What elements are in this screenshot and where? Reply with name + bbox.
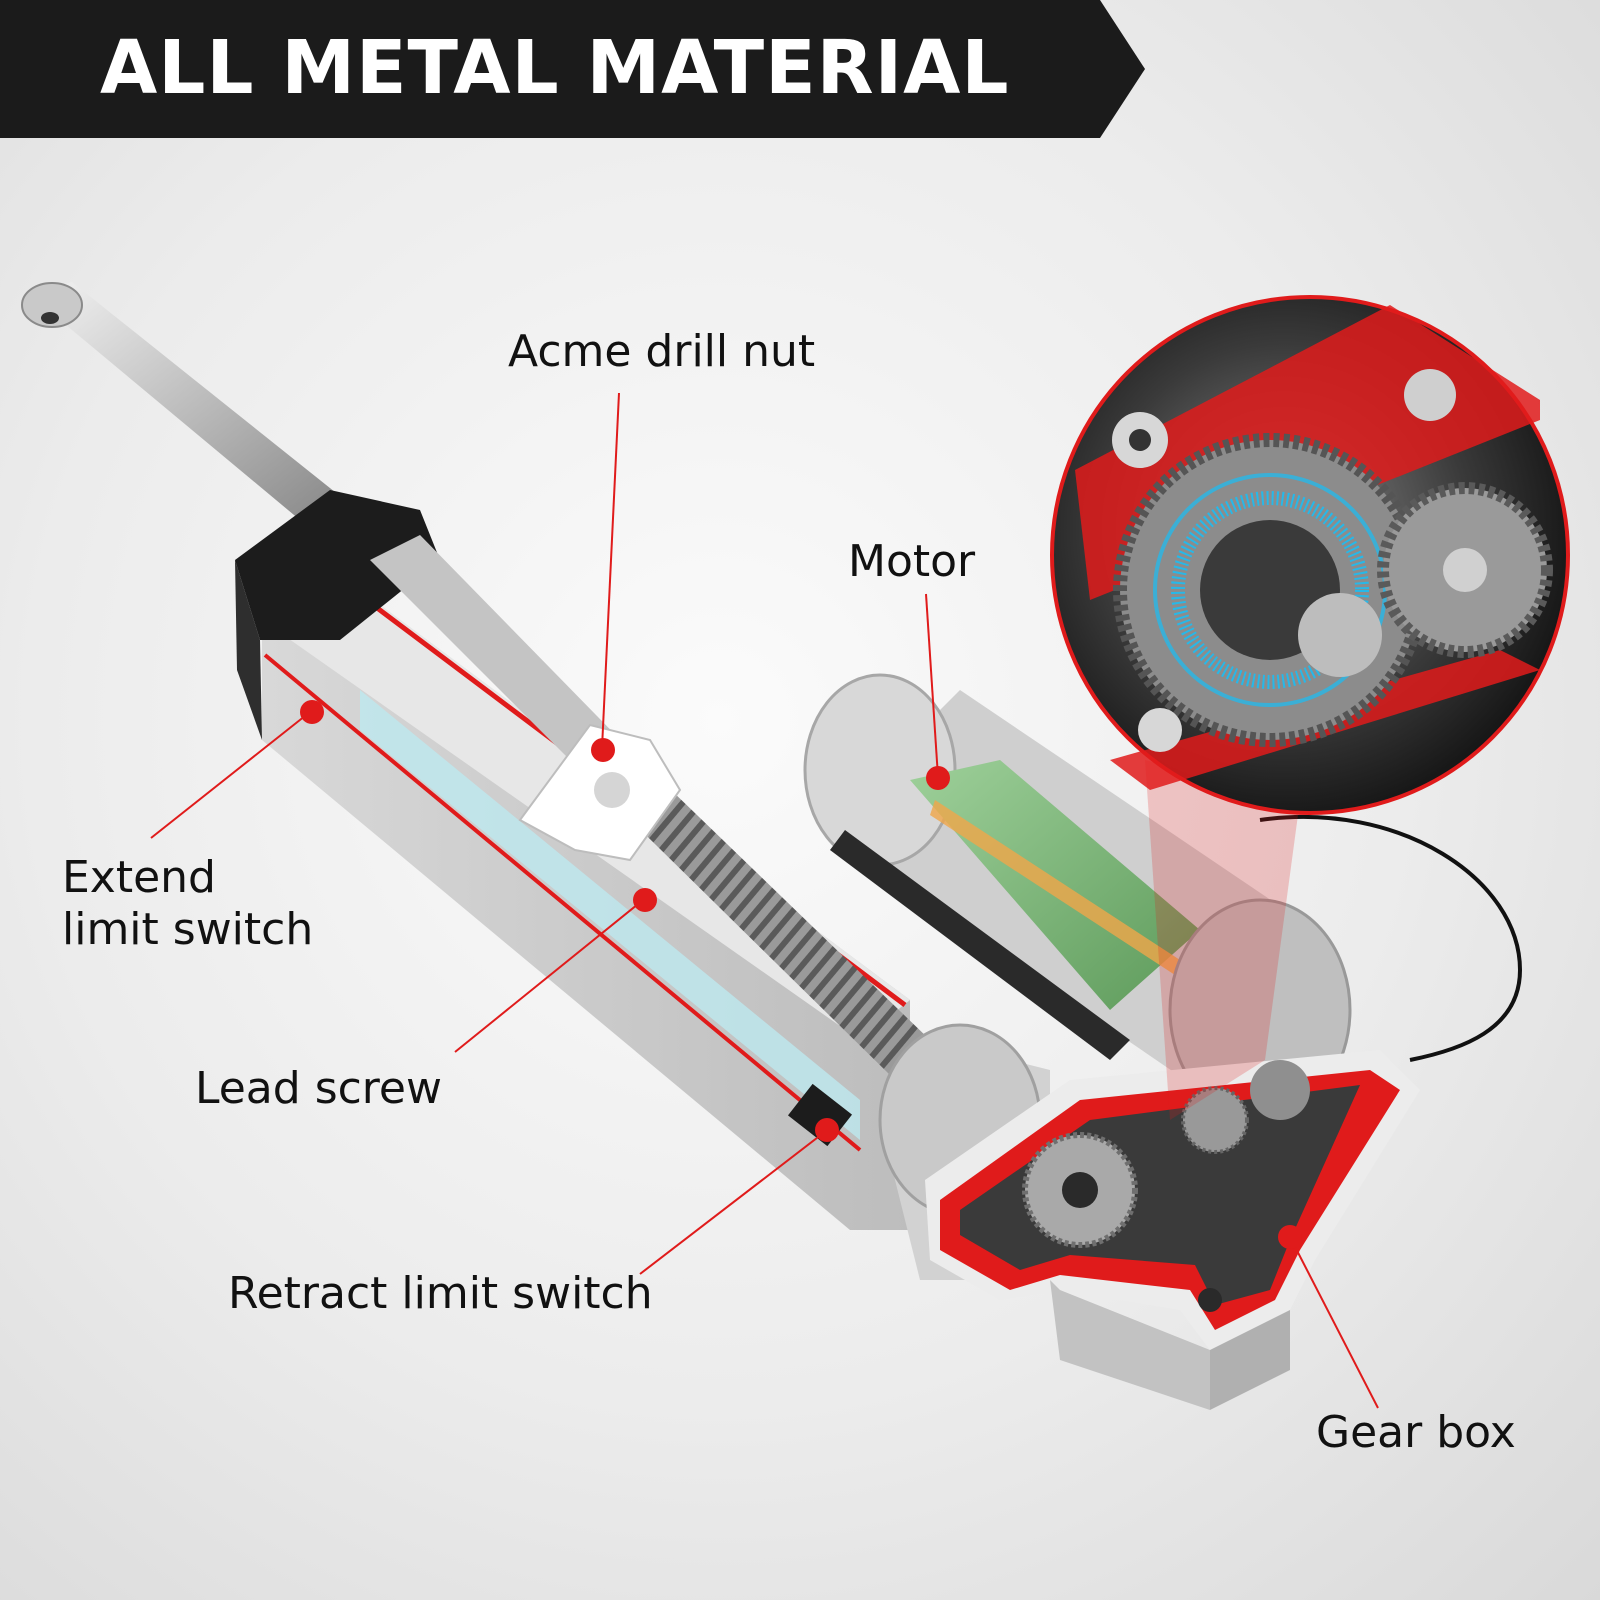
extend-limit-switch-label-line2: limit switch [62,904,314,955]
extend-limit-switch-label-line1: Extend [62,852,216,903]
acme-drill-nut-label: Acme drill nut [508,326,816,377]
motor [803,673,1352,1122]
motor-label: Motor [848,536,976,587]
lead-screw-leader-line [454,899,644,1053]
acme-leader-line [601,392,620,749]
extend-limit-switch-label: Extend limit switch [62,852,313,956]
extend-leader-line [150,711,311,839]
acme-drill-nut [518,723,682,862]
retract-callout-dot [815,1118,839,1142]
gear-zoom-inset [1050,295,1570,815]
lead-screw-label: Lead screw [195,1063,442,1114]
zoom-beam [1145,760,1300,1120]
gear-box-label: Gear box [1316,1407,1516,1458]
title-banner [0,0,1145,138]
end-cap [235,490,440,740]
retract-leader-line [639,1130,827,1275]
leader-lines [150,392,1379,1409]
callout-dots [300,700,1302,1249]
gear-box-housing [878,1023,1420,1410]
extension-rod [21,282,370,545]
retract-limit-switch-label: Retract limit switch [228,1268,653,1319]
extend-callout-dot [300,700,324,724]
lead-screw-callout-dot [633,888,657,912]
motor-leader-line [925,593,939,778]
lead-screw [370,535,930,1075]
gear-box-callout-dot [1278,1225,1302,1249]
power-cable [1259,814,1523,1062]
acme-callout-dot [591,738,615,762]
motor-callout-dot [926,766,950,790]
page-title: ALL METAL MATERIAL [100,25,1010,111]
gear-box-leader-line [1289,1236,1379,1409]
